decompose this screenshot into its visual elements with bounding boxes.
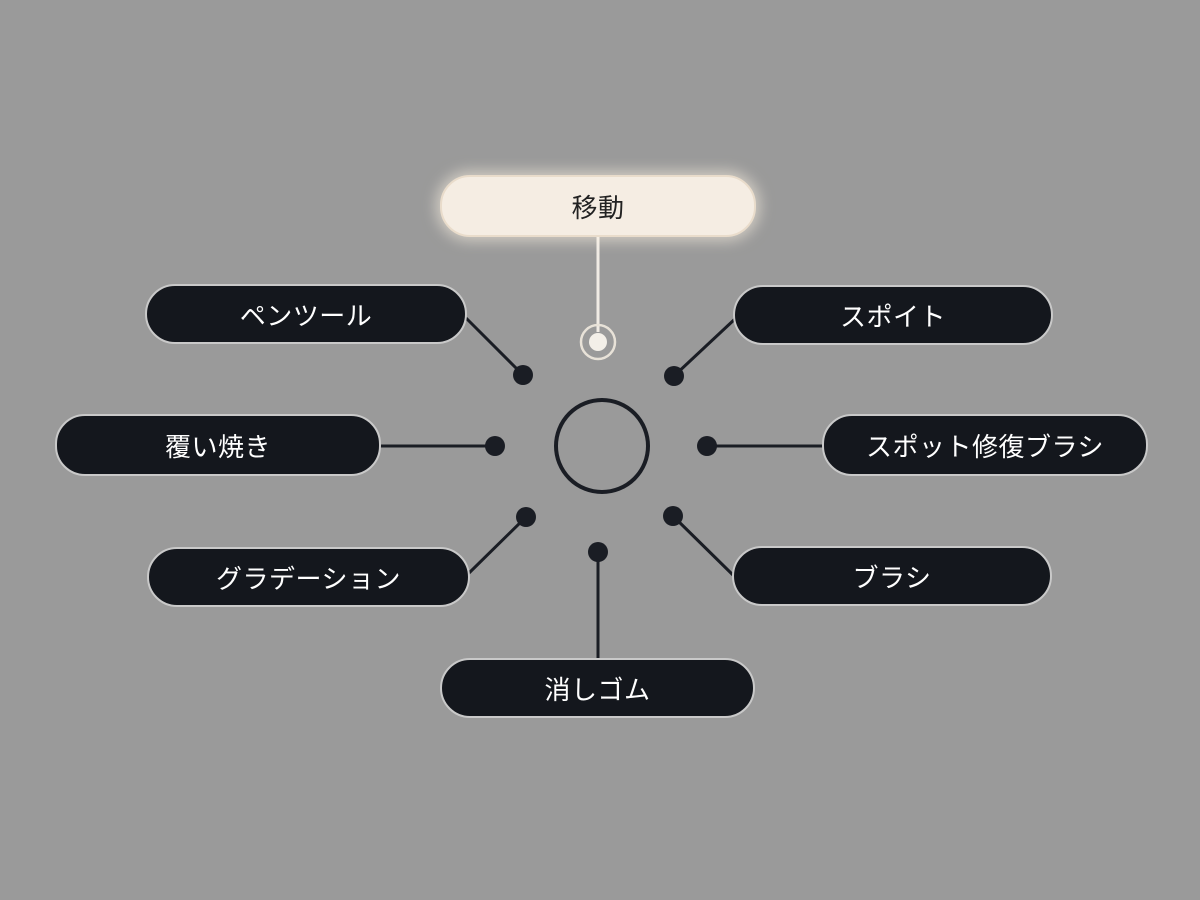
menu-item-eraser[interactable]: 消しゴム — [440, 658, 755, 718]
menu-item-eraser-label: 消しゴム — [544, 675, 651, 706]
connector-dot-eyedropper — [664, 366, 684, 386]
menu-item-gradient[interactable]: グラデーション — [147, 547, 470, 607]
menu-item-spot-healing-brush[interactable]: スポット修復ブラシ — [822, 414, 1148, 476]
center-ring-icon[interactable] — [554, 398, 650, 494]
menu-item-move-label: 移動 — [571, 193, 625, 224]
connector-dot-brush — [663, 506, 683, 526]
connector-line-gradient — [466, 515, 528, 576]
menu-item-brush[interactable]: ブラシ — [732, 546, 1052, 606]
menu-item-eyedropper[interactable]: スポイト — [733, 285, 1053, 345]
menu-item-pen-tool[interactable]: ペンツール — [145, 284, 467, 344]
connector-dot-gradient — [516, 507, 536, 527]
connector-dot-eraser — [588, 542, 608, 562]
connector-dot-burn — [485, 436, 505, 456]
menu-item-pen-tool-label: ペンツール — [239, 301, 373, 332]
menu-item-move[interactable]: 移動 — [440, 175, 756, 237]
connector-dot-pen-tool — [513, 365, 533, 385]
menu-item-burn[interactable]: 覆い焼き — [55, 414, 381, 476]
connector-dot-move — [589, 333, 607, 351]
connector-line-pen-tool — [464, 316, 525, 377]
connector-dot-spot-healing — [697, 436, 717, 456]
menu-item-spot-healing-brush-label: スポット修復ブラシ — [866, 432, 1104, 463]
menu-item-brush-label: ブラシ — [852, 563, 932, 594]
menu-item-eyedropper-label: スポイト — [839, 302, 946, 333]
menu-item-gradient-label: グラデーション — [216, 564, 401, 595]
menu-item-burn-label: 覆い焼き — [164, 432, 271, 463]
connector-line-brush — [671, 514, 736, 578]
connector-ring-move — [579, 323, 617, 361]
connector-line-eyedropper — [672, 316, 738, 378]
